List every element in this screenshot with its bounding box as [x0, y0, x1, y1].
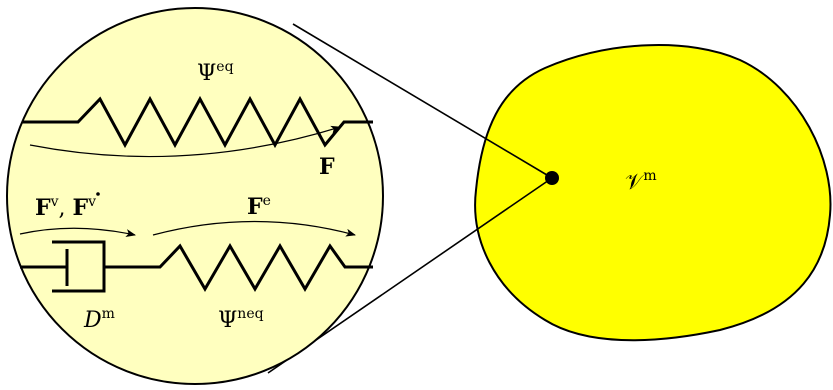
- material-domain-blob: [474, 44, 832, 342]
- elastic-deformation-arrow: [152, 220, 356, 237]
- time-derivative-dot: [96, 192, 100, 196]
- domain-label: 𝒱m: [625, 168, 657, 195]
- elastic-deformation-label: Fe: [247, 193, 271, 220]
- psi-neq-label: Ψneq: [218, 306, 264, 333]
- material-point: [545, 171, 559, 185]
- psi-eq-label: Ψeq: [197, 59, 234, 86]
- equilibrium-spring: [22, 95, 373, 149]
- viscous-deformation-label: Fv, Fv: [35, 194, 96, 221]
- non-equilibrium-spring: [150, 243, 373, 292]
- zoom-line-top: [292, 23, 553, 179]
- dashpot-label: Dm: [83, 306, 115, 333]
- viscous-deformation-arrow: [19, 227, 136, 238]
- total-deformation-arrow: [29, 125, 341, 158]
- dashpot: [20, 240, 150, 293]
- total-deformation-label: F: [319, 154, 335, 180]
